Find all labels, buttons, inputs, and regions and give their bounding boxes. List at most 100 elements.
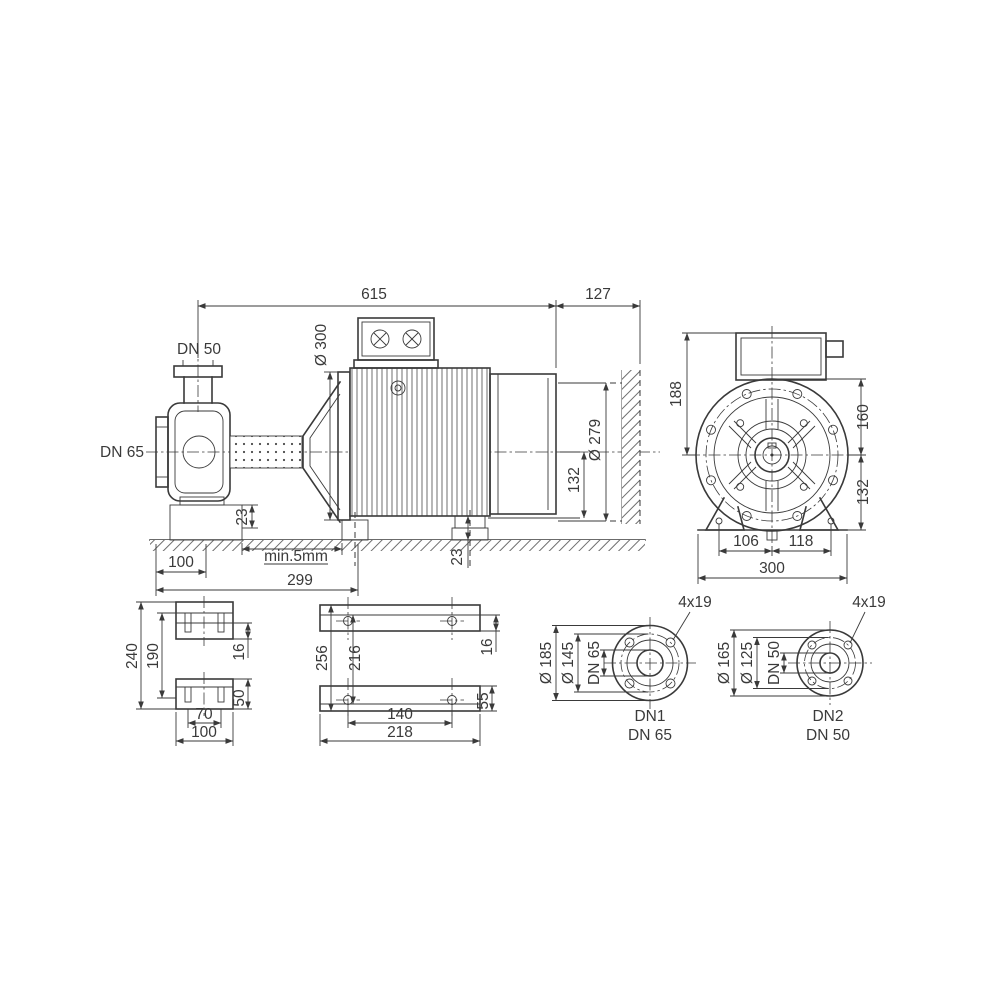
- dim-flange-diameter: Ø 300: [313, 324, 338, 521]
- dim-base-overall: 256: [314, 604, 334, 712]
- svg-text:Ø 125: Ø 125: [739, 642, 756, 684]
- dim-flange1-bolt-circle-dia: Ø 145: [560, 633, 648, 693]
- motor-front-foot: [341, 519, 369, 541]
- flange-hole: [624, 637, 635, 648]
- dim-foot-inner: 190: [145, 612, 176, 699]
- shaft-hub: [754, 437, 790, 473]
- svg-text:140: 140: [387, 706, 413, 723]
- flange-bore: [819, 652, 841, 674]
- impeller-hub: [182, 435, 216, 469]
- cable-gland: [825, 340, 844, 358]
- svg-text:188: 188: [668, 381, 685, 407]
- svg-text:Ø 300: Ø 300: [313, 324, 330, 367]
- flange-outer-circle: [611, 624, 689, 702]
- bolt-slot: [184, 612, 192, 633]
- svg-text:Ø 165: Ø 165: [716, 642, 733, 684]
- flange-dn1-view: 4x19 Ø 185 Ø 145 DN 65 DN1 DN 65: [538, 594, 712, 744]
- terminal-box-screw-icon: [370, 329, 390, 349]
- dim-shaft-height: 132: [488, 451, 587, 519]
- flange-hole: [807, 640, 817, 650]
- dim-foot-spacing: 106 118: [718, 524, 832, 556]
- dim-flange1-outer-dia: Ø 185: [538, 625, 648, 701]
- baseplate-front-view: [319, 685, 481, 712]
- bolt-slot: [217, 686, 225, 703]
- dim-base-inner: 216: [347, 614, 364, 705]
- foot-front-view: [175, 678, 234, 710]
- keyway: [767, 442, 777, 449]
- svg-text:300: 300: [759, 560, 785, 577]
- svg-text:118: 118: [789, 533, 814, 550]
- motor-body: [349, 367, 491, 517]
- dim-box-height: 188: [668, 332, 736, 456]
- flange-bolt-circle: [804, 637, 856, 689]
- flange2-port-name: DN2: [812, 708, 843, 725]
- dim-flange2-outer-dia: Ø 165: [716, 629, 828, 697]
- dim-motor-diameter: Ø 279: [558, 382, 609, 522]
- coupling-guard: [229, 435, 303, 469]
- dim-foot-width: 100: [175, 712, 234, 746]
- dim-flange2-holes: 4x19: [849, 594, 886, 644]
- dim-base-plate-thickness: 16: [479, 614, 500, 656]
- label-discharge-dn50: DN 50: [177, 341, 221, 358]
- dim-base-width: 300: [697, 534, 848, 584]
- bolt-circle: [705, 388, 839, 522]
- svg-text:Ø 279: Ø 279: [587, 419, 604, 461]
- svg-text:Ø 145: Ø 145: [560, 642, 577, 684]
- svg-text:23: 23: [449, 548, 466, 565]
- flange-hole: [843, 640, 853, 650]
- svg-text:16: 16: [479, 638, 496, 655]
- flange1-port-size: DN 65: [628, 727, 672, 744]
- dim-shim-height-right: 23: [449, 515, 471, 568]
- dim-foot-plate-thickness: 16: [231, 622, 252, 661]
- svg-text:127: 127: [585, 286, 611, 303]
- svg-text:min.5mm: min.5mm: [264, 548, 328, 565]
- flange-hole: [665, 678, 676, 689]
- svg-text:DN 65: DN 65: [586, 641, 603, 685]
- drain-plug: [766, 530, 778, 541]
- svg-text:106: 106: [733, 533, 759, 550]
- baseplate-top-view: [319, 604, 481, 632]
- baseplate-detail-view: 256 216 16 55 140 218: [314, 597, 500, 746]
- svg-text:190: 190: [145, 643, 162, 669]
- svg-text:4x19: 4x19: [852, 594, 886, 611]
- flange-hole: [807, 676, 817, 686]
- anchor-hole: [447, 616, 457, 626]
- svg-text:218: 218: [387, 724, 413, 741]
- motor-bracket: [302, 380, 342, 524]
- suction-flange: [155, 416, 169, 488]
- svg-text:4x19: 4x19: [678, 594, 712, 611]
- flange-hole: [843, 676, 853, 686]
- terminal-box-screw-icon: [402, 329, 422, 349]
- label-suction-dn65: DN 65: [100, 444, 144, 461]
- dim-foot-pad-height: 50: [231, 678, 252, 710]
- end-view: 188 160 132 106 118: [668, 326, 872, 584]
- ground-hatch: [150, 540, 645, 551]
- svg-text:132: 132: [855, 479, 872, 505]
- svg-text:50: 50: [231, 689, 248, 707]
- svg-text:23: 23: [234, 508, 251, 525]
- flange-bolt-circle: [620, 633, 680, 693]
- dim-foot-overall: 240: [124, 601, 176, 710]
- side-view: DN 65 DN 50: [100, 286, 660, 596]
- dim-fan-clearance: 127: [555, 286, 641, 364]
- anchor-hole: [447, 695, 457, 705]
- svg-text:256: 256: [314, 645, 331, 671]
- flange-bolt-holes: [706, 389, 838, 521]
- svg-text:16: 16: [231, 643, 248, 660]
- dim-flange2-nominal: DN 50: [766, 641, 828, 685]
- dim-base-width: 218: [319, 714, 481, 746]
- flange1-port-name: DN1: [634, 708, 665, 725]
- svg-text:299: 299: [287, 572, 313, 589]
- dim-foundation-height-left: 23: [234, 504, 258, 529]
- flange-hole: [665, 637, 676, 648]
- dim-base-pad-height: 55: [475, 685, 497, 712]
- svg-text:70: 70: [195, 706, 213, 723]
- dim-min-gap: min.5mm: [241, 543, 343, 565]
- casing-ribs: [728, 399, 816, 511]
- flange-outer-circle: [796, 629, 864, 697]
- flange2-port-size: DN 50: [806, 727, 850, 744]
- wall-hatch: [622, 370, 640, 524]
